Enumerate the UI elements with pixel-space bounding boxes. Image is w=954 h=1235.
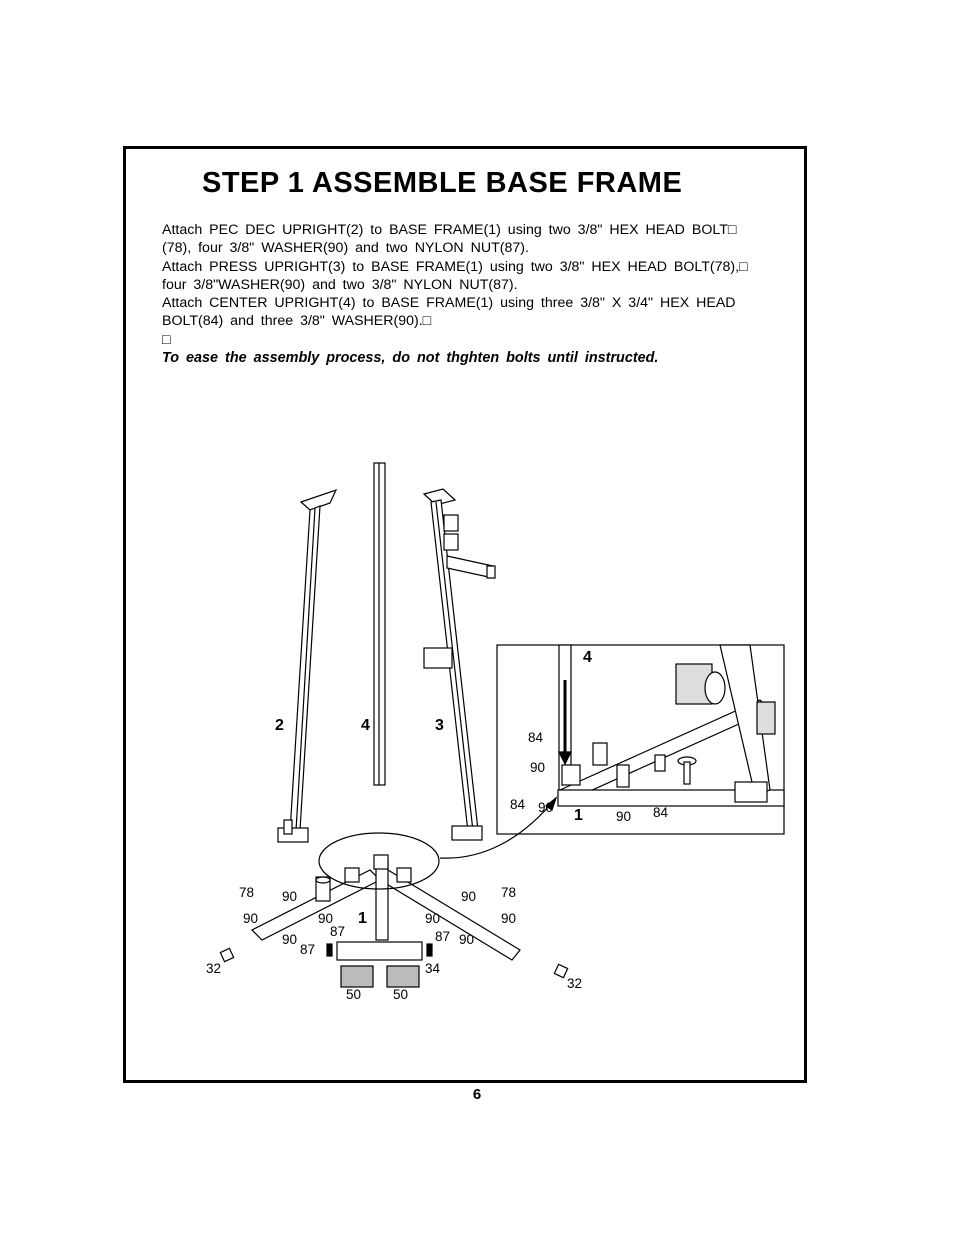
bolt-78-right-label: 78 (501, 885, 516, 900)
step-frame: STEP 1 ASSEMBLE BASE FRAME Attach PEC DE… (123, 146, 807, 1083)
washer-90-right-low-label: 90 (459, 932, 474, 947)
inset-base-frame-label: 1 (574, 807, 583, 824)
inset-bolt-84-top-label: 84 (528, 730, 544, 745)
nut-87-right-label: 87 (435, 929, 450, 944)
base-frame-label: 1 (358, 910, 367, 927)
bolt-78-left-label: 78 (239, 885, 254, 900)
instruction-line: □ (162, 331, 171, 348)
step-title: STEP 1 ASSEMBLE BASE FRAME (202, 167, 683, 199)
page-number: 6 (472, 1086, 482, 1103)
instruction-line: Attach CENTER UPRIGHT(4) to BASE FRAME(1… (162, 295, 736, 312)
center-upright-illustration (373, 462, 386, 786)
washer-90-left-low-label: 90 (282, 932, 297, 947)
instructions-block: Attach PEC DEC UPRIGHT(2) to BASE FRAME(… (162, 221, 802, 367)
foot-pad-illustration (340, 965, 420, 988)
washer-90-right-top-label: 90 (461, 889, 476, 904)
inset-center-upright-label: 4 (583, 649, 592, 666)
instruction-line: (78), four 3/8" WASHER(90) and two NYLON… (162, 240, 529, 257)
washer-90-left-inner-label: 90 (318, 911, 333, 926)
cap-32-right-label: 32 (567, 976, 582, 991)
cap-32-left-label: 32 (206, 961, 221, 976)
inset-washer-90-top-label: 90 (530, 760, 545, 775)
pad-50-right-label: 50 (393, 987, 408, 1002)
inset-washer-90-left-label: 90 (538, 800, 553, 815)
washer-90-left-top-label: 90 (282, 889, 297, 904)
assembly-note: To ease the assembly process, do not thg… (162, 350, 659, 367)
instruction-line: Attach PEC DEC UPRIGHT(2) to BASE FRAME(… (162, 222, 737, 238)
instruction-line: BOLT(84) and three 3/8" WASHER(90).□ (162, 313, 432, 330)
inset-bolt-84-right-label: 84 (653, 805, 669, 820)
press-upright-label: 3 (435, 717, 444, 734)
center-upright-label: 4 (361, 717, 370, 734)
washer-90-right-outer-label: 90 (501, 911, 516, 926)
inset-washer-90-right-label: 90 (616, 809, 631, 824)
press-upright-illustration (422, 488, 496, 841)
cap-34-label: 34 (425, 961, 441, 976)
inset-detail-illustration (557, 644, 785, 807)
pec-dec-upright-illustration (277, 488, 338, 843)
nut-87-left-label: 87 (330, 924, 345, 939)
instruction-line: Attach PRESS UPRIGHT(3) to BASE FRAME(1)… (162, 258, 748, 275)
instruction-line: four 3/8"WASHER(90) and two 3/8" NYLON N… (162, 276, 518, 293)
washer-90-left-mid-label: 90 (243, 911, 258, 926)
base-frame-illustration (250, 854, 521, 961)
inset-bolt-84-left-label: 84 (510, 797, 526, 812)
nut-87-left-low-label: 87 (300, 942, 315, 957)
pad-50-left-label: 50 (346, 987, 361, 1002)
washer-90-right-mid-label: 90 (425, 911, 440, 926)
pec-dec-upright-label: 2 (275, 717, 284, 734)
